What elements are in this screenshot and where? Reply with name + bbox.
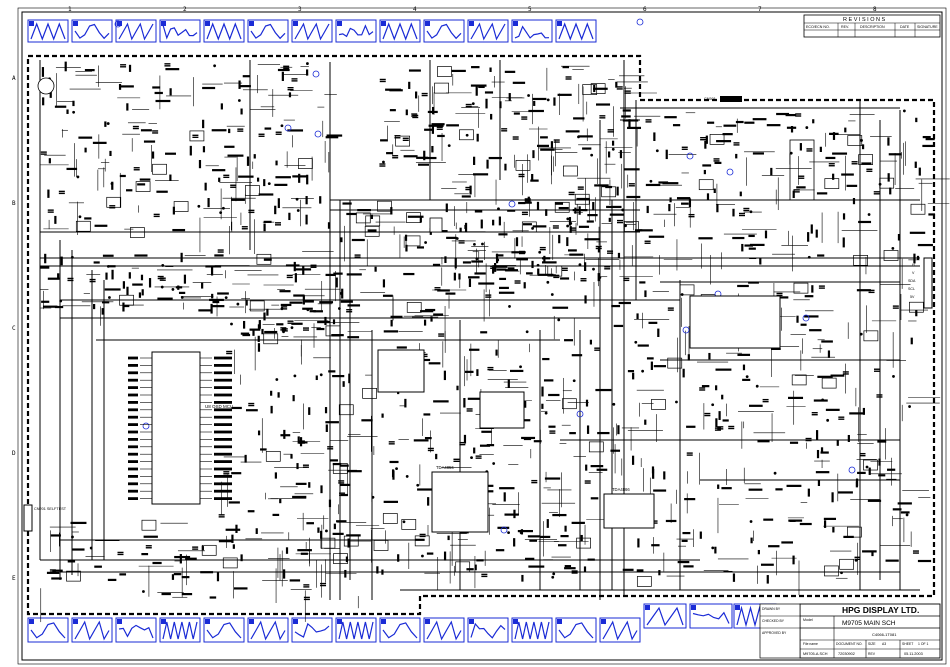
connector-pin-label: V bbox=[912, 271, 915, 275]
waveform-icon bbox=[291, 617, 333, 643]
row-marker: D bbox=[12, 450, 16, 457]
tb-value: A3 bbox=[882, 642, 886, 646]
waveform-icon bbox=[247, 19, 289, 43]
row-marker: B bbox=[12, 200, 16, 207]
connector-right: H V SDA SCL 5V bbox=[908, 257, 933, 309]
column-marker: 1 bbox=[68, 6, 72, 13]
row-marker: C bbox=[12, 325, 16, 332]
revisions-header: SIGNATURE bbox=[917, 25, 938, 29]
waveform-icon bbox=[599, 617, 641, 643]
waveform-icon bbox=[511, 617, 553, 643]
column-marker: 6 bbox=[643, 6, 647, 13]
drawing-title: M9705 MAIN SCH bbox=[842, 620, 896, 627]
ic-small-a bbox=[377, 349, 425, 393]
waveform-icon bbox=[335, 19, 377, 43]
waveform-icon bbox=[115, 617, 157, 643]
connector-pin-label: 5V bbox=[910, 295, 915, 299]
waveform-icon bbox=[689, 603, 733, 629]
waveform-icon bbox=[643, 603, 687, 629]
file-name: M9705-A.SCH bbox=[803, 652, 828, 656]
ic-small-b bbox=[479, 391, 525, 429]
waveform-icon bbox=[71, 617, 113, 643]
waveform-icon bbox=[335, 617, 377, 643]
tb-label: CHECKED BY bbox=[762, 619, 785, 623]
waveform-icon bbox=[555, 19, 597, 43]
tb-label: Model bbox=[803, 618, 813, 622]
waveform-icon bbox=[291, 19, 333, 43]
tb-label: DOCUMENT NO. bbox=[836, 642, 863, 646]
company-name: HPG DISPLAY LTD. bbox=[842, 605, 919, 615]
sheet-frame bbox=[21, 11, 943, 661]
waveform-strip-bottom bbox=[27, 617, 641, 643]
column-marker: 5 bbox=[528, 6, 532, 13]
waveform-icon bbox=[379, 617, 421, 643]
tb-label: SIZE bbox=[868, 642, 876, 646]
sheet-outer-frame bbox=[17, 7, 947, 665]
tb-label: APPROVED BY bbox=[762, 631, 787, 635]
revisions-header: ECO/ECN NO. bbox=[806, 25, 830, 29]
connector-label: CN201 SELFTEST bbox=[34, 507, 67, 511]
waveform-icon bbox=[467, 19, 509, 43]
revisions-title: R E V I S I O N S bbox=[843, 17, 886, 23]
drawing-date: 05.11.2003 bbox=[904, 652, 923, 656]
shield-outline bbox=[26, 54, 936, 616]
ic-u8: U8 OSD MCU bbox=[128, 351, 233, 505]
waveform-icon bbox=[159, 19, 201, 43]
waveform-icon bbox=[115, 19, 157, 43]
waveform-icon bbox=[379, 19, 421, 43]
tb-label: File name bbox=[803, 642, 818, 646]
connector-label: CN501 bbox=[704, 97, 716, 101]
waveform-icon bbox=[555, 617, 597, 643]
title-block: DRAWN BY CHECKED BY APPROVED BY HPG DISP… bbox=[759, 603, 941, 659]
column-marker: 8 bbox=[873, 6, 877, 13]
connector-top: CN501 bbox=[704, 96, 742, 102]
waveform-icon bbox=[27, 19, 69, 43]
waveform-strip-top bbox=[27, 19, 597, 43]
row-marker: E bbox=[12, 575, 16, 582]
ic-label: U8 OSD MCU bbox=[205, 404, 233, 409]
column-marker: 7 bbox=[758, 6, 762, 13]
document-number: 72030902 bbox=[838, 652, 855, 656]
connector-pin-label: SCL bbox=[908, 287, 915, 291]
waveform-icon bbox=[247, 617, 289, 643]
waveform-icon bbox=[159, 617, 201, 643]
connector-pin-label: H bbox=[912, 263, 915, 267]
column-marker: 4 bbox=[413, 6, 417, 13]
connector-left: CN201 SELFTEST bbox=[23, 504, 67, 532]
ic-label: TDA4866 bbox=[612, 487, 630, 492]
waveform-icon bbox=[423, 617, 465, 643]
revisions-header: DATE bbox=[900, 25, 910, 29]
row-marker: A bbox=[12, 75, 16, 82]
revisions-table: R E V I S I O N S ECO/ECN NO. REV. DESCR… bbox=[803, 14, 941, 38]
column-marker: 2 bbox=[183, 6, 187, 13]
waveform-icon bbox=[511, 19, 553, 43]
model-code: C4066-1T081 bbox=[872, 632, 897, 637]
tb-value: 1 OF 1 bbox=[918, 642, 928, 646]
ic-video: TDA4856 bbox=[431, 465, 489, 533]
connector-pin-label: SDA bbox=[908, 279, 916, 283]
waveform-icon bbox=[203, 19, 245, 43]
row-markers: A B C D E bbox=[12, 75, 16, 582]
revisions-header: REV. bbox=[841, 25, 849, 29]
tb-label: DRAWN BY bbox=[762, 607, 781, 611]
tb-label: REV bbox=[868, 652, 876, 656]
waveform-icon bbox=[27, 617, 69, 643]
waveform-icon bbox=[71, 19, 113, 43]
tb-label: SHEET bbox=[902, 642, 913, 646]
ic-label: TDA4856 bbox=[436, 465, 454, 470]
waveform-strip-mid bbox=[643, 603, 777, 629]
waveform-icon bbox=[467, 617, 509, 643]
revisions-header: DESCRIPTION bbox=[860, 25, 885, 29]
circuit-area bbox=[37, 18, 950, 623]
ic-right: TDA4866 bbox=[603, 487, 655, 529]
column-marker: 3 bbox=[298, 6, 302, 13]
waveform-icon bbox=[203, 617, 245, 643]
waveform-icon bbox=[423, 19, 465, 43]
column-markers: 1 2 3 4 5 6 7 8 bbox=[68, 6, 877, 13]
ic-right-top bbox=[689, 295, 781, 349]
